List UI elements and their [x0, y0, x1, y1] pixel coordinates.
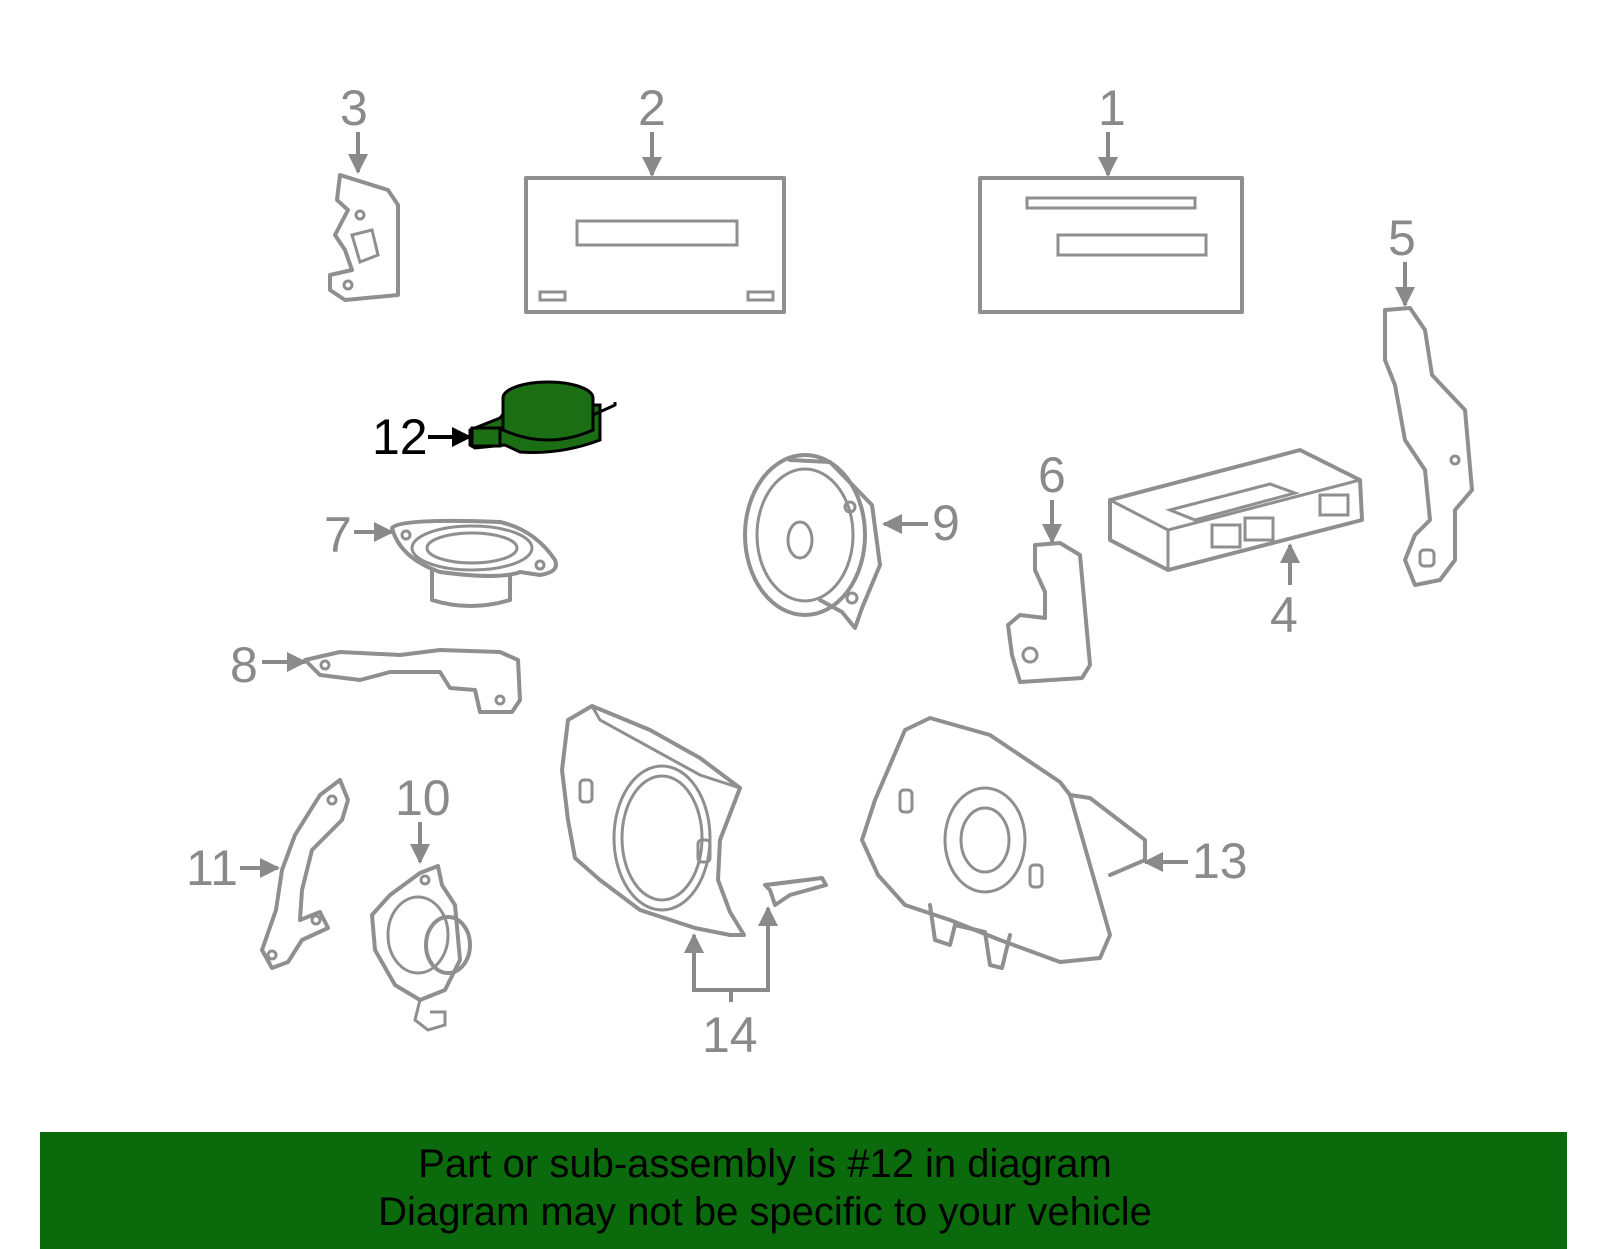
callout-1: 1	[1098, 80, 1126, 136]
callout-13: 13	[1192, 833, 1248, 889]
part-12-tweeter-highlighted	[468, 380, 617, 454]
callout-4: 4	[1270, 587, 1298, 643]
part-13-subwoofer	[860, 716, 1147, 970]
callout-5: 5	[1388, 210, 1416, 266]
footer-banner: Part or sub-assembly is #12 in diagram D…	[40, 1132, 1567, 1249]
part-7-speaker	[390, 518, 558, 608]
part-10-speaker	[370, 864, 472, 1032]
callout-2: 2	[638, 80, 666, 136]
part-2-radio	[524, 176, 786, 314]
part-5-bracket	[1383, 306, 1474, 587]
leader-14-join	[692, 988, 770, 1002]
part-1-radio	[978, 176, 1244, 314]
footer-line-1: Part or sub-assembly is #12 in diagram	[418, 1142, 1112, 1186]
part-8-bracket	[303, 648, 522, 714]
footer-line-2: Diagram may not be specific to your vehi…	[378, 1190, 1152, 1234]
callout-6: 6	[1038, 447, 1066, 503]
part-6-bracket	[1006, 541, 1092, 684]
part-9-speaker	[743, 453, 882, 630]
callout-9: 9	[932, 495, 960, 551]
callout-11: 11	[186, 840, 238, 896]
part-14-bracket-small	[769, 878, 811, 887]
callout-10: 10	[395, 770, 451, 826]
part-3-bracket	[328, 173, 400, 302]
callout-8: 8	[230, 637, 258, 693]
part-14-enclosure	[560, 704, 828, 937]
callout-12: 12	[372, 409, 428, 465]
callout-14: 14	[702, 1007, 758, 1063]
callout-7: 7	[324, 507, 352, 563]
part-4-amplifier	[1108, 448, 1364, 572]
part-11-bracket	[260, 778, 350, 970]
callout-3: 3	[340, 80, 368, 136]
